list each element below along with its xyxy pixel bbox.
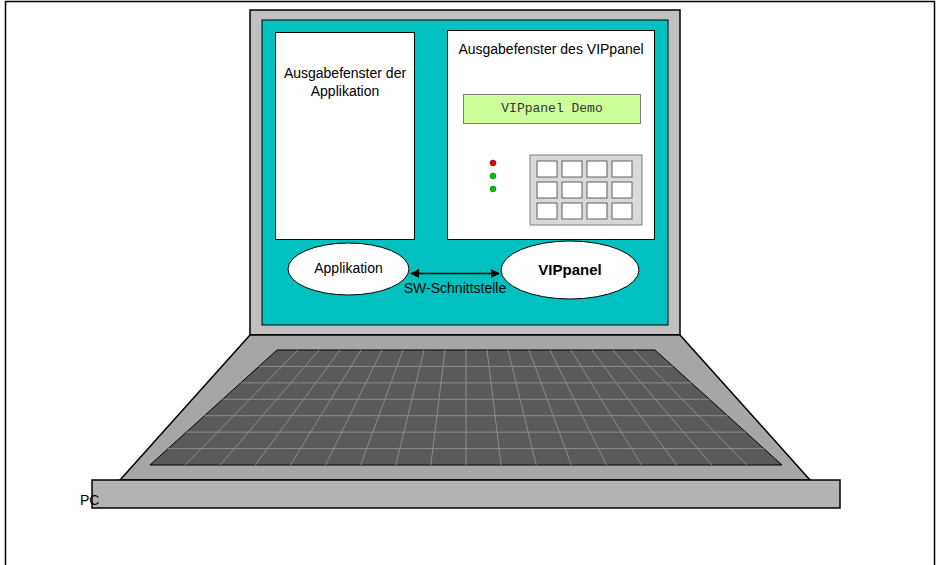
key — [612, 161, 632, 177]
component-name: VIPpanel — [538, 261, 601, 280]
output-window: Ausgabefenster des VIPpanelVIPpanel Demo — [447, 30, 655, 240]
key — [587, 161, 607, 177]
grid-line — [185, 350, 298, 465]
led-red — [490, 160, 496, 166]
grid-line — [466, 350, 467, 465]
key — [562, 182, 582, 198]
keypad-keys — [537, 161, 632, 219]
grid-line — [255, 350, 340, 465]
key — [537, 182, 557, 198]
grid-line — [220, 350, 319, 465]
key — [562, 203, 582, 219]
key-area — [150, 350, 782, 465]
grid-line — [396, 350, 424, 465]
screen-bezel — [250, 10, 680, 335]
screen — [262, 20, 668, 325]
grid-line — [592, 350, 677, 465]
grid-line — [508, 350, 536, 465]
grid-line — [487, 350, 501, 465]
keypad — [530, 155, 642, 225]
key — [537, 161, 557, 177]
key — [537, 203, 557, 219]
lcd-display: VIPpanel Demo — [463, 94, 641, 124]
interface-arrow — [411, 273, 499, 275]
interface-label: SW-Schnittstelle — [404, 280, 506, 296]
led-green — [490, 186, 496, 192]
key — [612, 203, 632, 219]
software-ellipse: Applikation — [287, 242, 410, 296]
software-ellipse: VIPpanel — [500, 240, 640, 300]
output-window: Ausgabefenster der Applikation — [275, 32, 415, 240]
grid-line — [550, 350, 606, 465]
grid-line — [290, 350, 361, 465]
component-name: Applikation — [314, 260, 383, 278]
grid-line — [529, 350, 571, 465]
device-label: PC — [80, 492, 99, 508]
window-title: Ausgabefenster der Applikation — [282, 65, 408, 100]
key-grid — [168, 350, 764, 465]
key — [587, 182, 607, 198]
key — [612, 182, 632, 198]
led-green — [490, 173, 496, 179]
keyboard-deck — [120, 335, 810, 480]
grid-line — [571, 350, 642, 465]
key — [587, 203, 607, 219]
grid-line — [361, 350, 403, 465]
grid-line — [431, 350, 445, 465]
display-text: VIPpanel Demo — [501, 101, 602, 117]
outer-frame — [6, 2, 935, 565]
laptop-base — [92, 480, 840, 508]
grid-line — [634, 350, 747, 465]
key — [562, 161, 582, 177]
grid-line — [326, 350, 382, 465]
grid-line — [613, 350, 712, 465]
window-title: Ausgabefenster des VIPpanel — [454, 41, 648, 59]
